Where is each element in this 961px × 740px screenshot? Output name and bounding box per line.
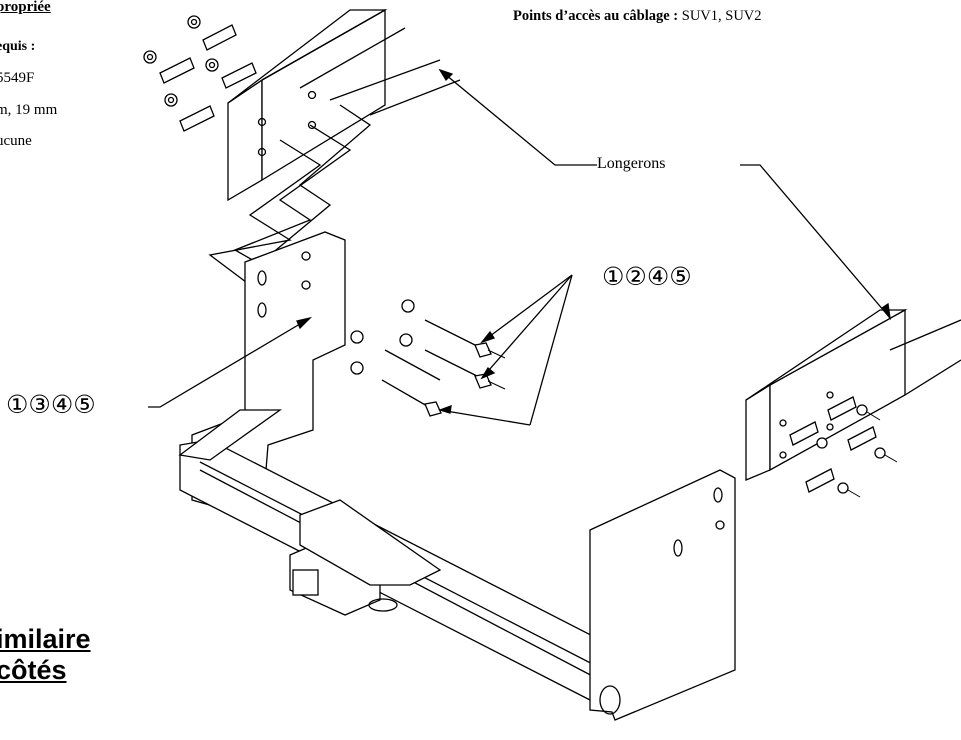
part-number: 5549F [0, 70, 35, 86]
wiring-label: Points d’accès au câblage : [513, 8, 679, 24]
fastener-callout-inner: ①③④⑤ [6, 390, 96, 419]
similar-note-line1: imilaire [0, 624, 91, 654]
fastener-callout-outer: ①②④⑤ [602, 262, 692, 291]
wiring-access-points: Points d’accès au câblage : SUV1, SUV2 [513, 8, 762, 25]
drill-size: ucune [0, 133, 32, 149]
left-frame-rail [227, 8, 461, 202]
hitch-body [178, 231, 736, 721]
page-heading-fragment: propriée [0, 0, 51, 15]
similar-note-line2: côtés [0, 655, 67, 685]
wrench-sizes: m, 19 mm [0, 102, 58, 118]
right-frame-rail [745, 308, 961, 498]
left-rail-backing-plates [143, 15, 257, 132]
frame-rails-label: Longerons [597, 155, 666, 172]
wiring-value: SUV1, SUV2 [681, 8, 762, 24]
bolts-and-washers [350, 299, 506, 417]
leader-lines [148, 68, 891, 426]
